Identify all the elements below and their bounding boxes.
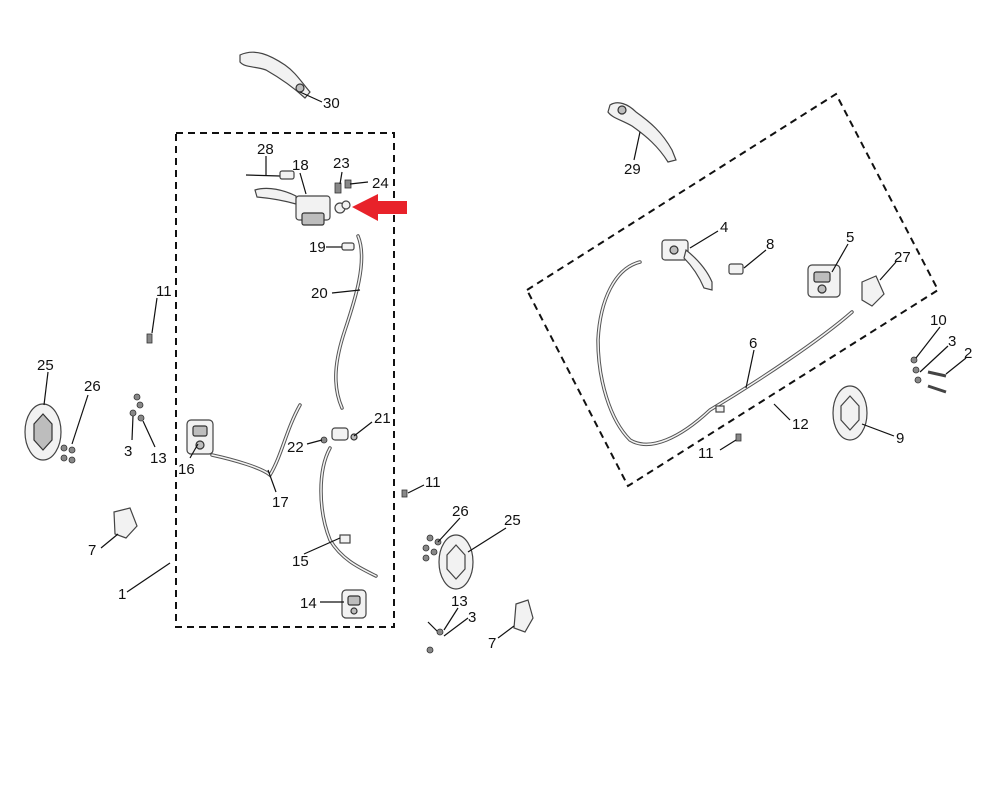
callout-c16: 16: [178, 461, 195, 478]
callout-c18: 18: [292, 157, 309, 174]
hose-joint-21: [331, 427, 358, 441]
callout-c7a: 7: [88, 542, 96, 559]
callout-c3c: 3: [948, 333, 956, 350]
bolts-3-13-left: [129, 393, 145, 422]
callout-c12: 12: [792, 416, 809, 433]
brake-hose-20: [334, 234, 364, 410]
bolt-11-a: [146, 333, 153, 344]
bolts-3-13-center: [426, 621, 444, 654]
highlight-arrow: [352, 194, 407, 221]
brake-pad-7-left: [113, 507, 138, 539]
bolt-23: [334, 182, 342, 194]
switch-mount: [341, 200, 351, 210]
callout-c20: 20: [311, 285, 328, 302]
bolts-26-center: [422, 534, 442, 562]
group-box-12: [525, 92, 940, 488]
bolt-11-b: [401, 489, 408, 498]
callout-c10: 10: [930, 312, 947, 329]
callout-c30: 30: [323, 95, 340, 112]
callout-c5: 5: [846, 229, 854, 246]
callout-c25a: 25: [37, 357, 54, 374]
brake-hose-15: [319, 446, 378, 578]
brake-disc-25-center: [438, 534, 474, 590]
callout-c28: 28: [257, 141, 274, 158]
master-cylinder-18: [245, 170, 346, 226]
brake-lever-29: [607, 102, 677, 163]
master-cylinder-4: [661, 239, 713, 291]
caliper-5: [807, 264, 841, 298]
callout-c23: 23: [333, 155, 350, 172]
leader-lines: [43, 91, 967, 639]
callout-c13a: 13: [150, 450, 167, 467]
bolts-26-left: [60, 444, 76, 464]
brake-disc-25-left: [24, 403, 62, 461]
callout-c14: 14: [300, 595, 317, 612]
callout-c21: 21: [374, 410, 391, 427]
caliper-16: [186, 419, 214, 455]
callout-c11c: 11: [698, 445, 714, 462]
brake-pad-27: [861, 275, 885, 307]
callout-c15: 15: [292, 553, 309, 570]
callout-c9: 9: [896, 430, 904, 447]
callout-c26a: 26: [84, 378, 101, 395]
callout-c11a: 11: [156, 283, 172, 300]
callout-c26b: 26: [452, 503, 469, 520]
callout-c17: 17: [272, 494, 289, 511]
brake-hose-6: [596, 260, 854, 446]
callout-c3a: 3: [124, 443, 132, 460]
callout-c6: 6: [749, 335, 757, 352]
callout-c2: 2: [964, 345, 972, 362]
caliper-14: [341, 589, 367, 619]
callout-c11b: 11: [425, 474, 441, 491]
callout-c25b: 25: [504, 512, 521, 529]
callout-c3b: 3: [468, 609, 476, 626]
brake-lever-30: [239, 51, 311, 99]
brake-disc-9: [832, 385, 868, 441]
callout-c7b: 7: [488, 635, 496, 652]
banjo-bolt-19: [341, 242, 355, 251]
callout-c22: 22: [287, 439, 304, 456]
bolt-11-c: [735, 433, 742, 442]
callout-c19: 19: [309, 239, 326, 256]
callout-c29: 29: [624, 161, 641, 178]
callout-c8: 8: [766, 236, 774, 253]
bolts-10-3-2: [910, 356, 947, 394]
callout-c27: 27: [894, 249, 911, 266]
callout-c1: 1: [118, 586, 126, 603]
callout-c4: 4: [720, 219, 728, 236]
callout-c13b: 13: [451, 593, 468, 610]
bracket-8: [728, 263, 744, 275]
brake-pad-7-center: [513, 599, 534, 633]
callout-c24: 24: [372, 175, 389, 192]
group-box-1: [175, 132, 395, 628]
